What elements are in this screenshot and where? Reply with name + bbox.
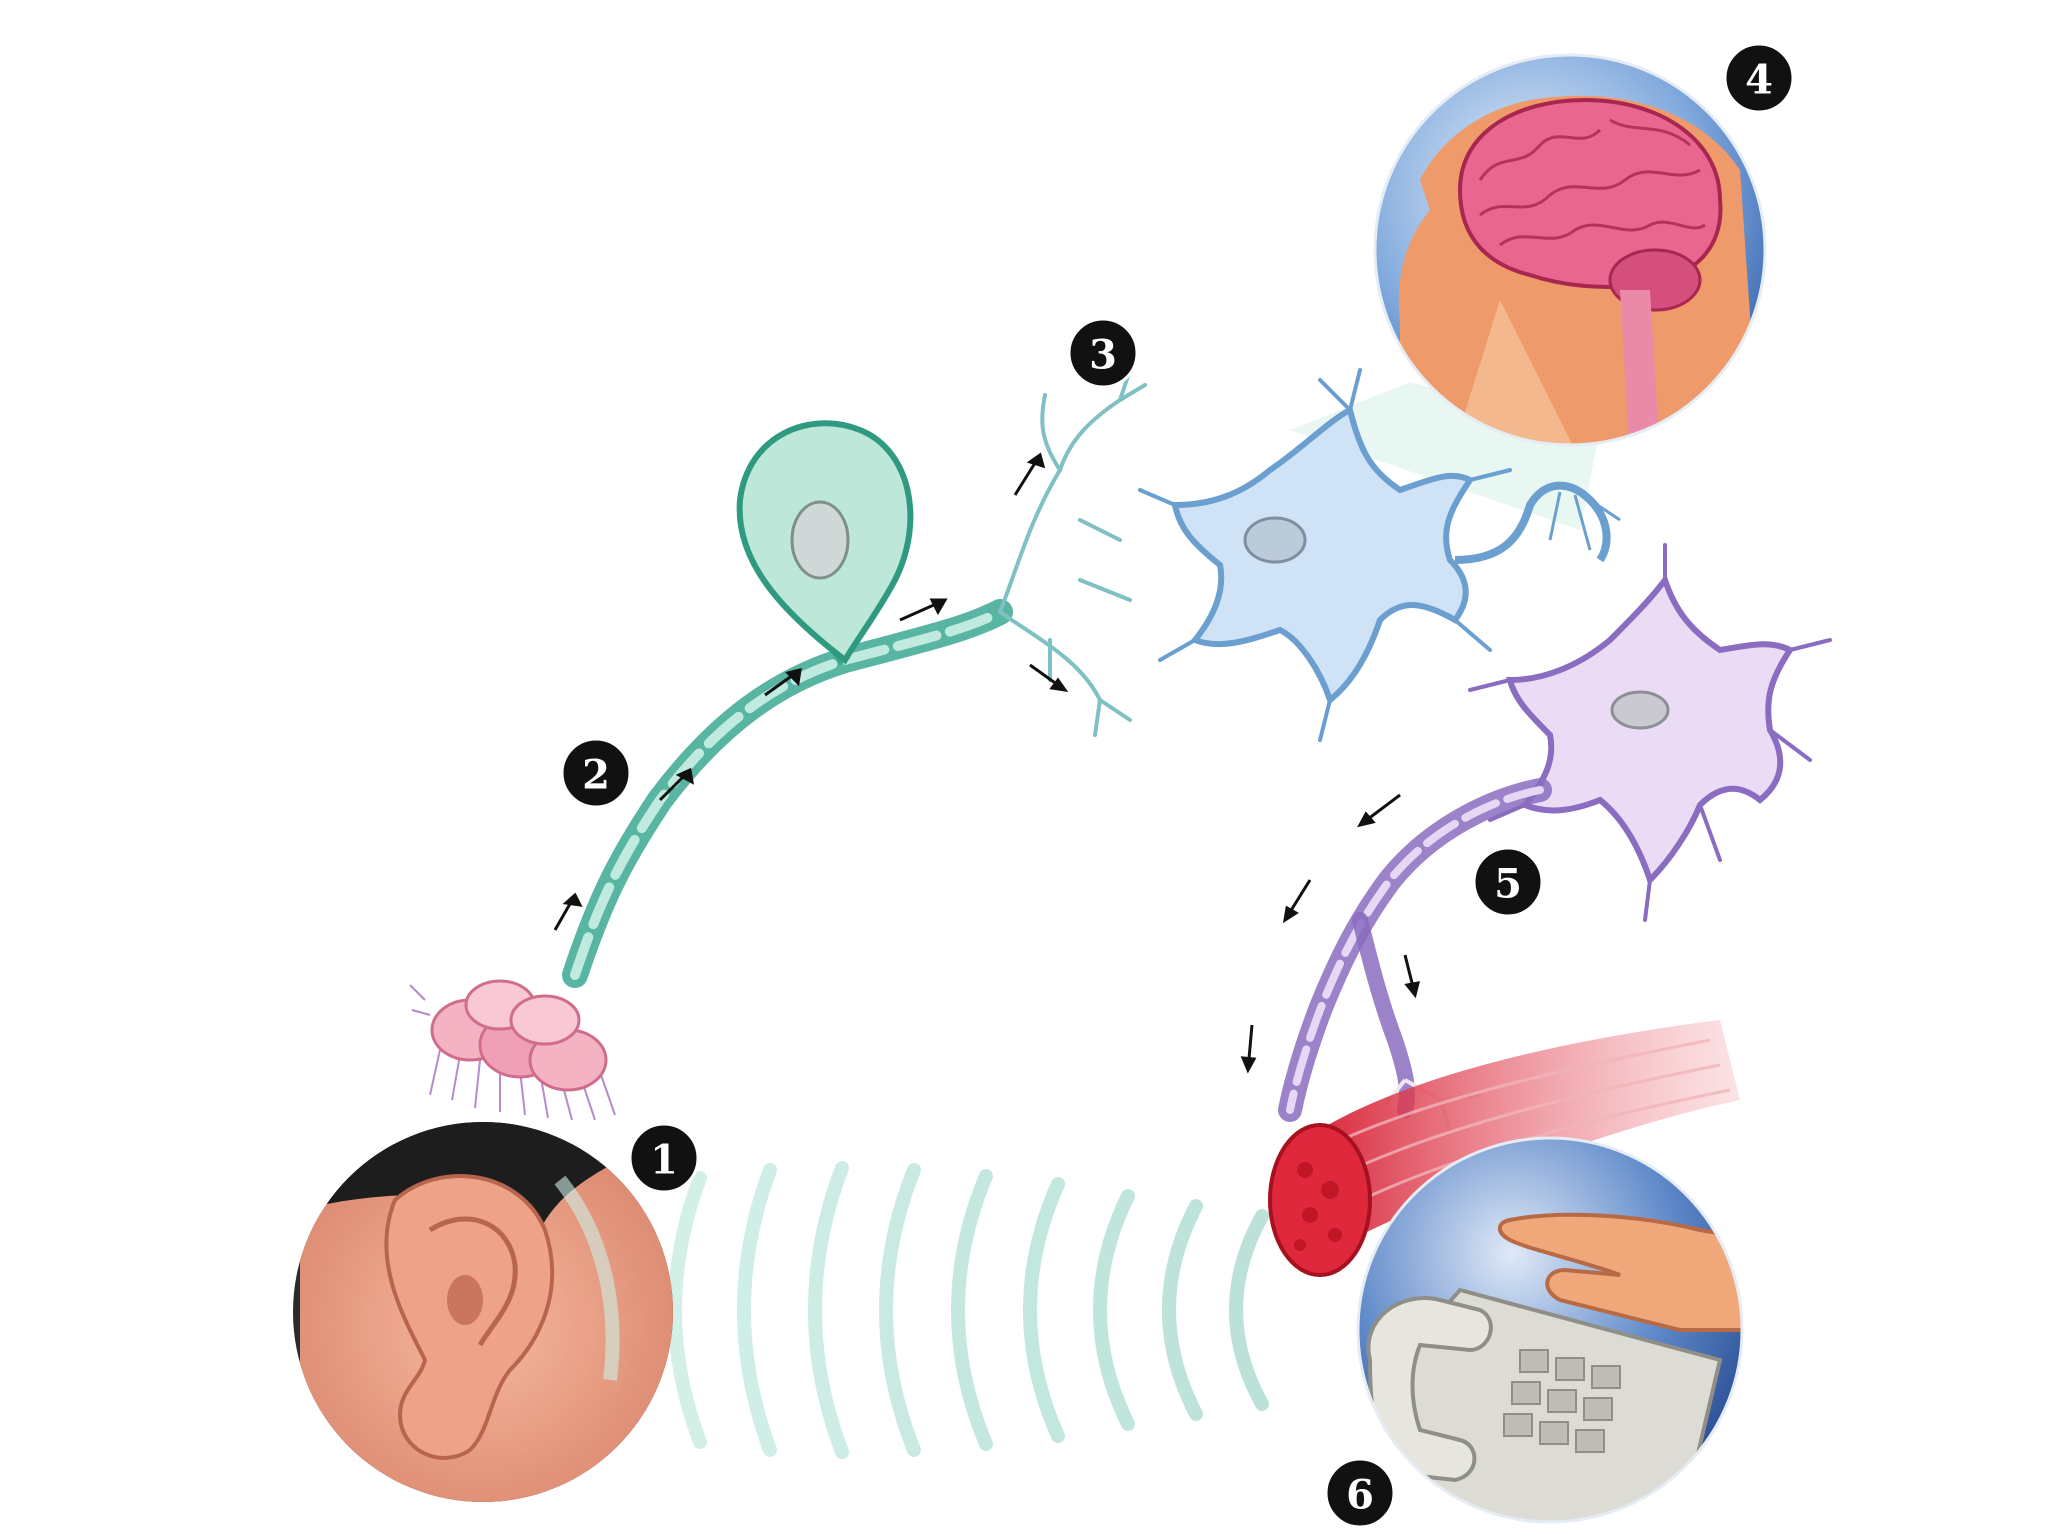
- sensory-axon: [562, 599, 1013, 988]
- interneuron: [998, 368, 1621, 742]
- phone-panel: [1356, 1136, 1744, 1524]
- hair-cell-receptor: [409, 979, 616, 1121]
- arrow-icon: [764, 667, 802, 697]
- brain-panel: [1373, 53, 1767, 447]
- brain-icon: [1457, 97, 1723, 289]
- motor-neuron: [1278, 543, 1832, 1131]
- arrow-icon: [1357, 793, 1401, 828]
- sensory-neuron: [562, 420, 1013, 988]
- step-badge-label: 1: [650, 1137, 678, 1184]
- step-badge-label: 6: [1346, 1472, 1374, 1519]
- step-badge-4: 4: [1723, 42, 1795, 114]
- hand-icon: [1497, 1212, 1742, 1332]
- step-badge-label: 3: [1089, 332, 1117, 379]
- step-badge-label: 4: [1745, 57, 1773, 104]
- arrow-icon: [1240, 1024, 1257, 1074]
- signal-direction-arrows: [553, 452, 1421, 1074]
- arrow-icon: [553, 892, 583, 931]
- step-badge-6: 6: [1324, 1457, 1396, 1529]
- motor-cell-body: [1506, 573, 1795, 886]
- step-badge-label: 5: [1494, 861, 1522, 908]
- step-badge-label: 2: [582, 752, 610, 799]
- arrow-icon: [658, 767, 694, 802]
- arrow-icon: [1029, 663, 1069, 693]
- arrow-icon: [899, 598, 948, 622]
- step-badge-1: 1: [628, 1122, 700, 1194]
- step-badge-5: 5: [1472, 846, 1544, 918]
- interneuron-axon: [1454, 481, 1611, 564]
- step-badge-3: 3: [1067, 317, 1139, 389]
- interneuron-cell-body: [1171, 405, 1475, 706]
- sound-waves: [668, 1161, 1269, 1459]
- muscle-cross-section: [1268, 1123, 1372, 1277]
- arrow-icon: [1403, 954, 1421, 999]
- sensory-nucleus: [790, 500, 850, 580]
- arrow-icon: [1282, 879, 1312, 924]
- step-badge-2: 2: [560, 737, 632, 809]
- arrow-icon: [1013, 452, 1046, 496]
